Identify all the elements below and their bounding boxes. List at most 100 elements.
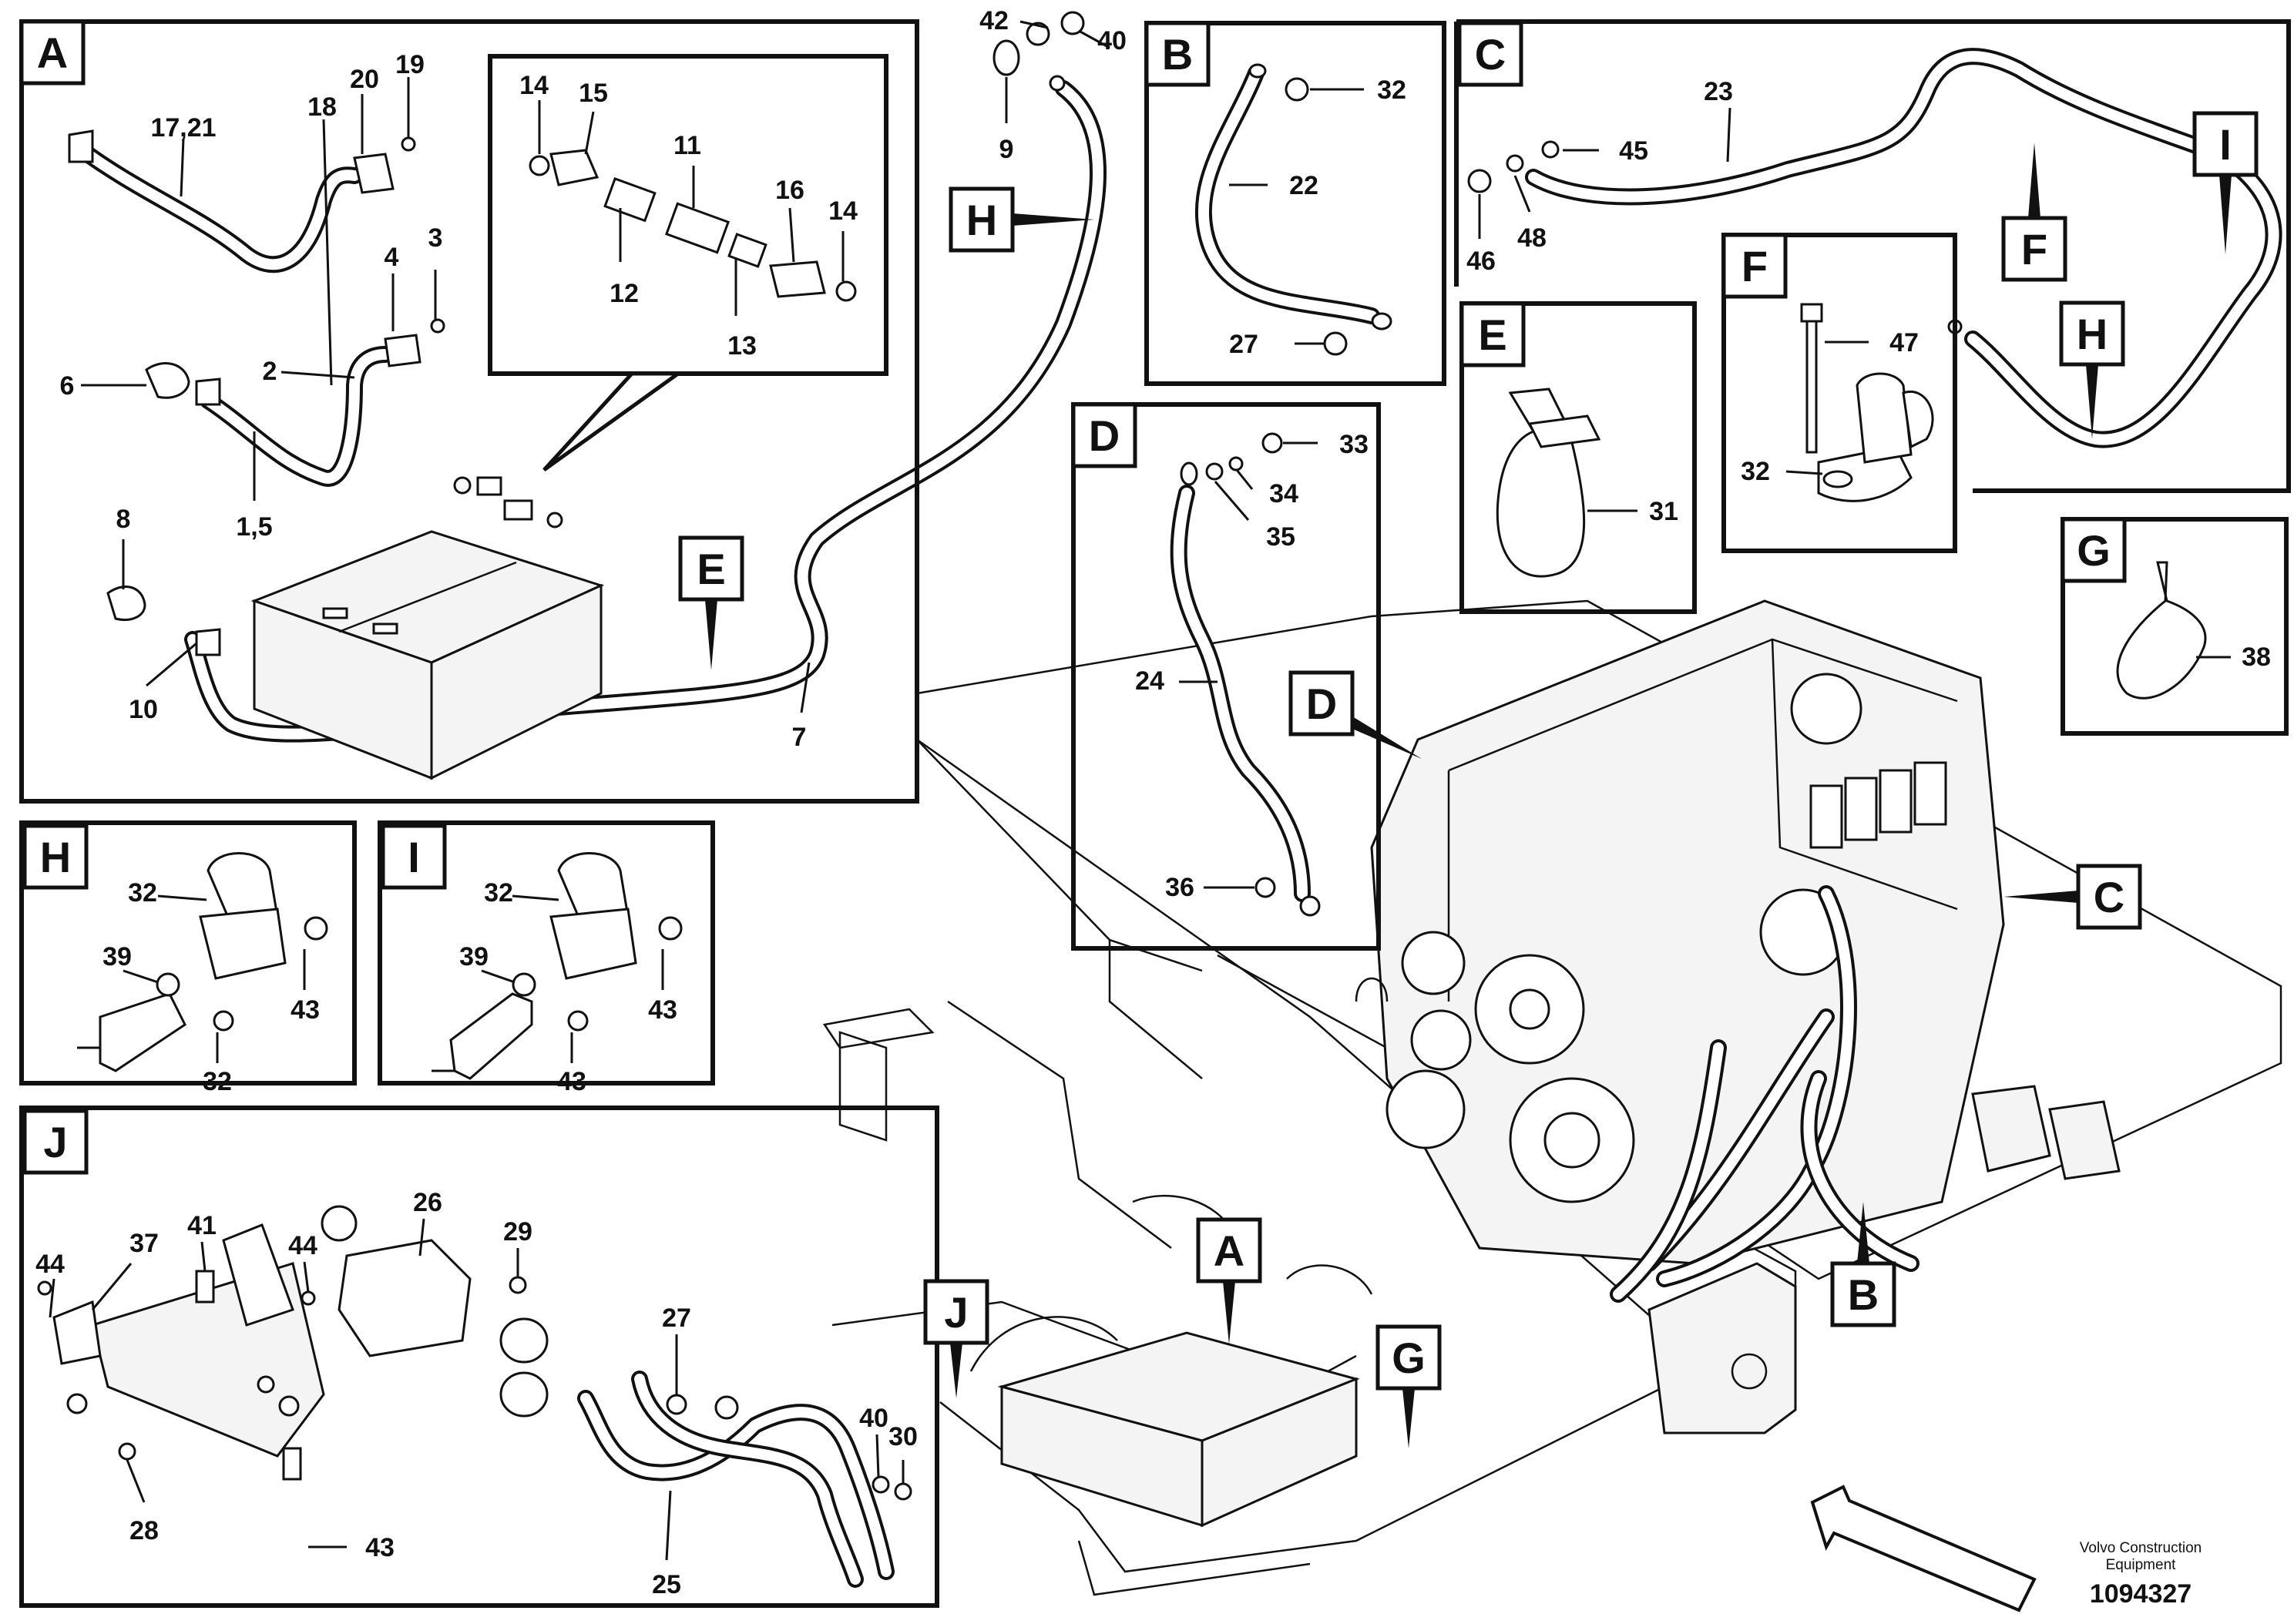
part-number: 43 [648,995,677,1025]
part-number: 32 [128,878,157,908]
part-number: 32 [1741,457,1770,486]
part-number: 4 [385,243,399,272]
panel-h-tag [22,824,89,890]
part-number: 8 [116,505,131,534]
panel-h: H 32 39 43 32 [19,820,357,1096]
part-number: 24 [1135,666,1164,696]
brand-line-1: Volvo Construction [2080,1540,2202,1556]
brand-line-2: Equipment [2106,1557,2177,1573]
part-number: 43 [557,1067,586,1096]
panel-j: J [19,1106,939,1608]
panel-g: G 38 [2061,517,2289,736]
panel-g-frame [2061,517,2289,736]
panel-a-tag [19,19,86,86]
part-number: 29 [503,1217,532,1247]
panel-d: D 33 34 35 24 36 [1071,402,1381,951]
part-number: 7 [792,723,807,752]
part-number: 36 [1165,873,1194,902]
part-number: 45 [1619,136,1648,166]
callout-d-tag [1288,670,1355,737]
callout-d-letter: D [1306,679,1337,728]
panel-j-letter: J [43,1118,67,1166]
part-number: 48 [1517,223,1547,253]
panel-d-letter: D [1089,411,1120,460]
part-number: 14 [519,71,549,100]
panel-j-tag [22,1109,89,1175]
part-number: 47 [1889,328,1919,357]
part-number: 11 [673,131,701,160]
panel-g-letter: G [2077,526,2111,575]
panel-e-tag [1459,301,1526,367]
panel-c-letter: C [1475,30,1506,79]
panel-d-tag [1071,402,1137,468]
callout-h-letter: H [966,196,997,244]
callout-machine-g-letter: G [1392,1334,1426,1382]
panel-f-tag [1721,233,1788,299]
panel-h-frame [19,820,357,1085]
engine-pulleys [1385,673,1862,1203]
part-number: 18 [307,92,337,122]
part-number: 13 [727,331,757,361]
cable-h-assembly [184,11,1110,743]
part-number: 19 [395,50,425,79]
callout-machine-a-letter: A [1214,1226,1244,1275]
panel-b-tag [1144,21,1211,87]
panel-a-letter: A [37,29,68,77]
part-number: 34 [1269,479,1298,508]
part-number: 28 [129,1516,159,1545]
part-number: 10 [129,695,158,724]
panel-f: F 47 32 [1721,233,1957,553]
part-number: 20 [350,65,379,94]
callout-machine-g-tag [1375,1324,1442,1391]
panel-i: I 32 39 43 43 [378,820,715,1096]
callout-machine-j-letter: J [944,1288,968,1337]
panel-f-letter: F [1741,242,1768,290]
part-number: 41 [187,1211,217,1240]
panel-a: A [19,19,919,804]
panel-g-tag [2061,517,2127,583]
panel-a-inset [488,54,888,376]
callout-machine-b-letter: B [1848,1270,1879,1319]
part-number: 32 [484,878,513,908]
part-number: 27 [1229,330,1258,359]
panel-e: E 31 [1459,301,1697,614]
part-number: 3 [428,223,443,253]
part-number: 40 [859,1404,888,1433]
panel-f-frame [1721,233,1957,553]
part-number: 25 [652,1570,681,1599]
part-number: 14 [828,196,858,226]
part-number: 2 [263,357,277,386]
panel-a-frame [19,19,919,804]
machine-frame-drawing [822,599,2282,1612]
part-number: 44 [288,1231,317,1260]
part-number: 46 [1466,247,1496,276]
part-number: 9 [999,135,1014,164]
part-number: 39 [102,942,132,971]
panel-i-letter: I [408,833,420,881]
panel-j-frame [19,1106,939,1608]
cable-h-labels: 42 40 9 H [949,6,1127,253]
panel-e-letter: E [1478,310,1506,359]
part-number: 6 [60,371,75,401]
part-number: 22 [1289,171,1318,200]
callout-h2-tag [2059,300,2125,367]
callout-machine-c-letter: C [2094,873,2124,921]
part-number: 39 [459,942,489,971]
part-number: 26 [413,1188,442,1217]
part-number: 1,5 [236,512,272,542]
machine-callouts: A B C G J [923,864,2142,1448]
machine-callout-d: D [1288,670,1422,759]
panel-c: C 23 45 46 48 F I H [1454,19,2291,493]
panel-c-tag [1457,21,1523,87]
part-number: 31 [1649,497,1678,526]
part-number: 17,21 [150,113,216,143]
inset-parts [529,149,857,302]
panel-b-letter: B [1162,30,1193,79]
callout-e-letter: E [697,545,725,593]
part-number: 44 [35,1250,65,1279]
callout-h-tag [949,186,1015,253]
part-number: 37 [129,1229,159,1258]
callout-h2-letter: H [2077,310,2108,358]
part-number: 32 [1377,75,1406,105]
